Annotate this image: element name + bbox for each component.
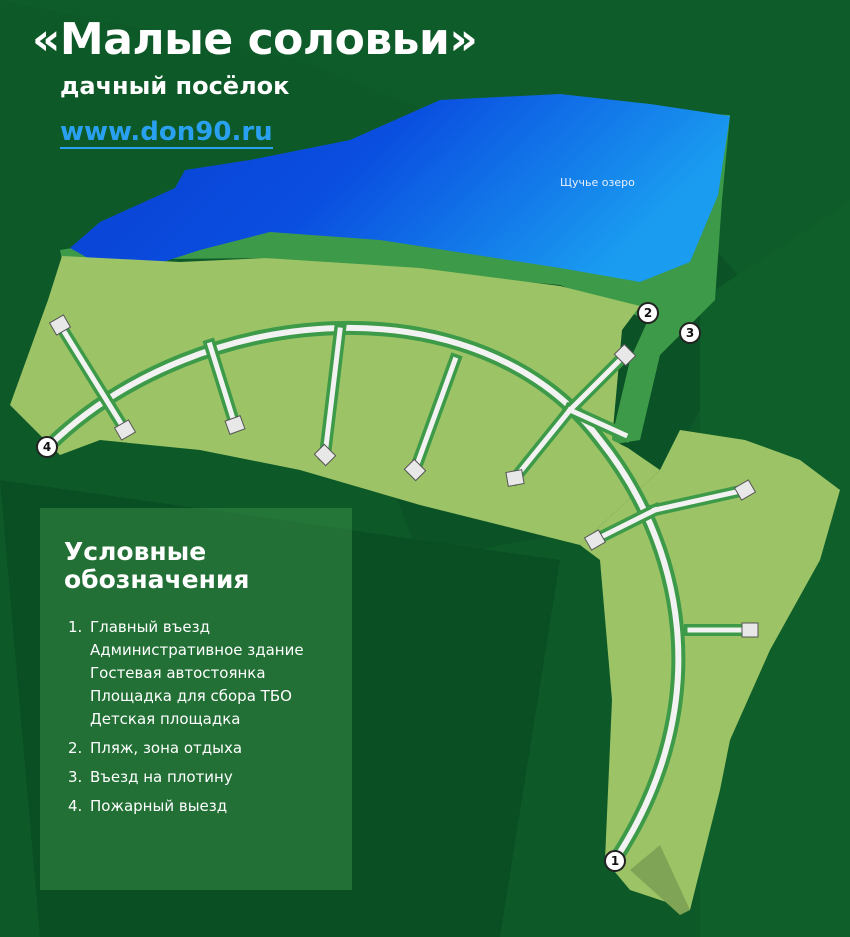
website-link[interactable]: www.don90.ru [60,117,273,149]
legend-text: Пляж, зона отдыха [90,739,243,757]
spur-roads [48,314,759,638]
legend-text: Пожарный выезд [90,797,228,815]
lake-label: Щучье озеро [560,176,635,189]
legend-number: 2. [68,739,83,757]
marker-2[interactable]: 2 [637,302,659,324]
marker-4[interactable]: 4 [36,436,58,458]
page-subtitle: дачный посёлок [60,72,290,100]
lake [70,94,730,282]
legend-item: 2. Пляж, зона отдыха [68,737,304,760]
legend-text: Площадка для сбора ТБО [90,687,292,705]
legend-item: 4. Пожарный выезд [68,795,304,818]
legend-item: 3. Въезд на плотину [68,766,304,789]
marker-1[interactable]: 1 [604,850,626,872]
page-title: «Малые соловьи» [32,14,478,65]
legend-text: Въезд на плотину [90,768,233,786]
legend-number: 4. [68,797,83,815]
legend-panel: Условные обозначения 1. Главный въезд Ад… [40,508,352,890]
legend-text: Гостевая автостоянка [90,664,266,682]
legend-number: 3. [68,768,83,786]
legend-text: Административное здание [90,641,304,659]
legend-text: Детская площадка [90,710,241,728]
lots-corner [630,845,690,915]
legend-number: 1. [68,618,83,636]
legend-item: 1. Главный въезд Административное здание… [68,616,304,731]
marker-3[interactable]: 3 [679,322,701,344]
legend-title: Условные обозначения [64,537,250,594]
legend-text: Главный въезд [90,618,210,636]
terrain-facet [0,0,850,400]
legend-list: 1. Главный въезд Административное здание… [68,616,304,824]
